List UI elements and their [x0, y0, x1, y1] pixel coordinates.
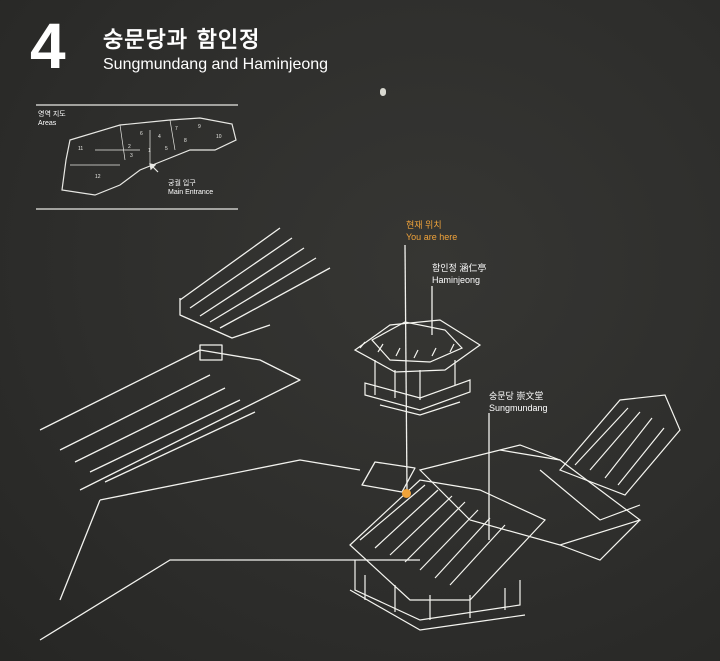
haminjeong-pavilion — [353, 319, 482, 416]
walkway-outline — [39, 459, 420, 641]
haminjeong-en: Haminjeong — [432, 275, 481, 286]
gate-block — [199, 344, 223, 361]
courtyard-steps — [39, 349, 301, 491]
sungmundang-label: 숭문당 崇文堂 Sungmundang — [489, 390, 548, 414]
minimap-zone-number: 7 — [175, 126, 178, 132]
areas-label-ko: 영역 지도 — [38, 111, 66, 118]
sungmundang-ko: 숭문당 崇文堂 — [489, 391, 544, 401]
minimap-zone-number: 11 — [78, 146, 83, 152]
minimap-zone-number: 1 — [148, 148, 151, 154]
area-number: 4 — [30, 10, 66, 82]
minimap-zone-number: 4 — [158, 134, 161, 140]
minimap-zone-number: 9 — [198, 124, 201, 130]
minimap-zone-number: 8 — [184, 138, 187, 144]
you-are-here-leader — [404, 244, 408, 491]
you-are-here-dot — [402, 489, 411, 498]
minimap-zone-number: 10 — [216, 134, 222, 140]
entrance-label-ko: 궁궐 입구 — [168, 180, 196, 187]
minimap-zone-number: 6 — [140, 131, 143, 137]
entrance-label-en: Main Entrance — [168, 188, 214, 196]
minimap-zone-number: 12 — [95, 174, 101, 180]
entrance-arrowhead — [149, 163, 157, 171]
you-are-here-en: You are here — [406, 232, 458, 243]
marker-pin — [380, 88, 386, 96]
areas-label-en: Areas — [38, 119, 57, 127]
retaining-wall — [179, 298, 271, 339]
haminjeong-ko: 함인정 涵仁亭 — [432, 263, 487, 273]
terrace-steps — [179, 227, 331, 329]
minimap-zone-number: 3 — [130, 153, 133, 159]
sungmundang-en: Sungmundang — [489, 403, 548, 414]
you-are-here-ko: 현재 위치 — [406, 220, 442, 230]
minimap-zone-number: 2 — [128, 144, 131, 150]
sungmundang-hall — [349, 394, 681, 631]
title-korean: 숭문당과 함인정 — [103, 28, 261, 53]
minimap-outline — [61, 117, 237, 196]
platform — [361, 461, 416, 493]
title-english: Sungmundang and Haminjeong — [103, 56, 329, 73]
minimap-divisions — [70, 119, 176, 166]
you-are-here-label: 현재 위치 You are here — [406, 219, 457, 243]
haminjeong-label: 함인정 涵仁亭 Haminjeong — [432, 262, 486, 286]
entrance-label: 궁궐 입구 Main Entrance — [168, 180, 213, 198]
minimap-zone-number: 5 — [165, 146, 168, 152]
areas-label: 영역 지도 Areas — [38, 111, 66, 129]
